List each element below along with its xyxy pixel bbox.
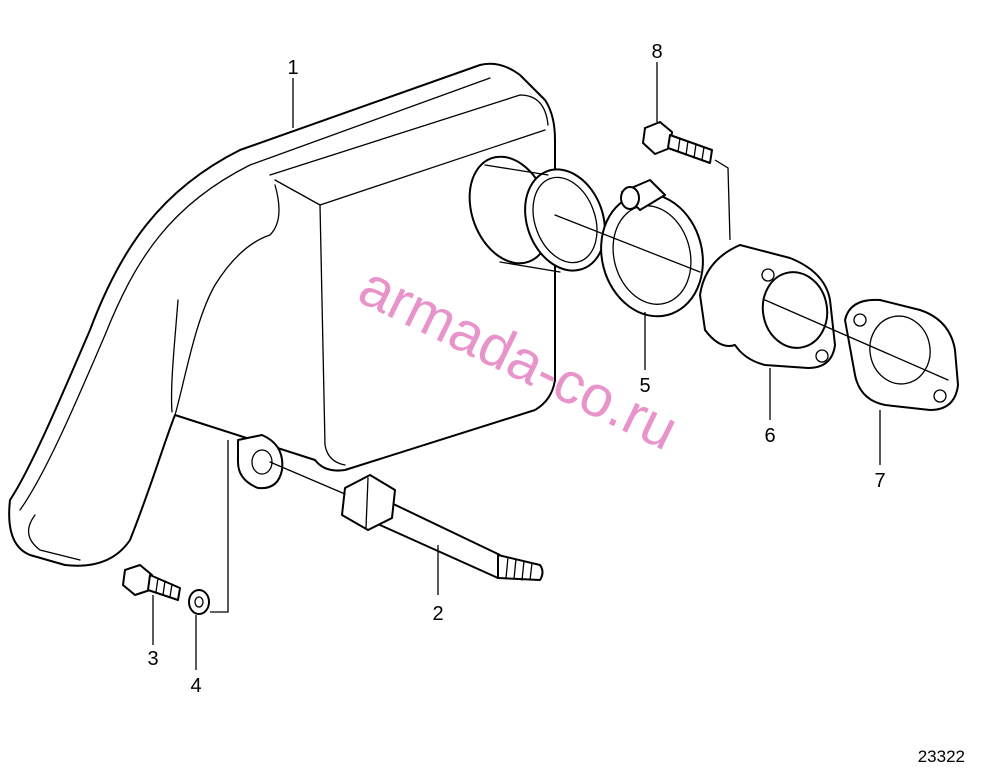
callout-1: 1 (287, 57, 298, 79)
part-6-flange (699, 244, 836, 369)
part-5-hose-clamp (600, 179, 704, 318)
callout-8: 8 (651, 41, 662, 63)
callout-3: 3 (147, 648, 158, 670)
figure-number: 23322 (918, 747, 965, 766)
callout-5: 5 (639, 375, 650, 397)
part-2-spacer-stud (341, 474, 544, 581)
assembly-lines (210, 159, 949, 613)
callout-4: 4 (190, 675, 201, 697)
part-8-bolt (642, 121, 713, 164)
part-3-bolt (122, 564, 181, 601)
callout-7: 7 (874, 470, 885, 492)
callout-2: 2 (432, 603, 443, 625)
callout-6: 6 (764, 425, 775, 447)
part-4-washer (188, 589, 210, 615)
part-7-gasket (844, 298, 959, 411)
callout-leaders (152, 62, 881, 670)
part-1-cooler-housing (8, 62, 606, 567)
